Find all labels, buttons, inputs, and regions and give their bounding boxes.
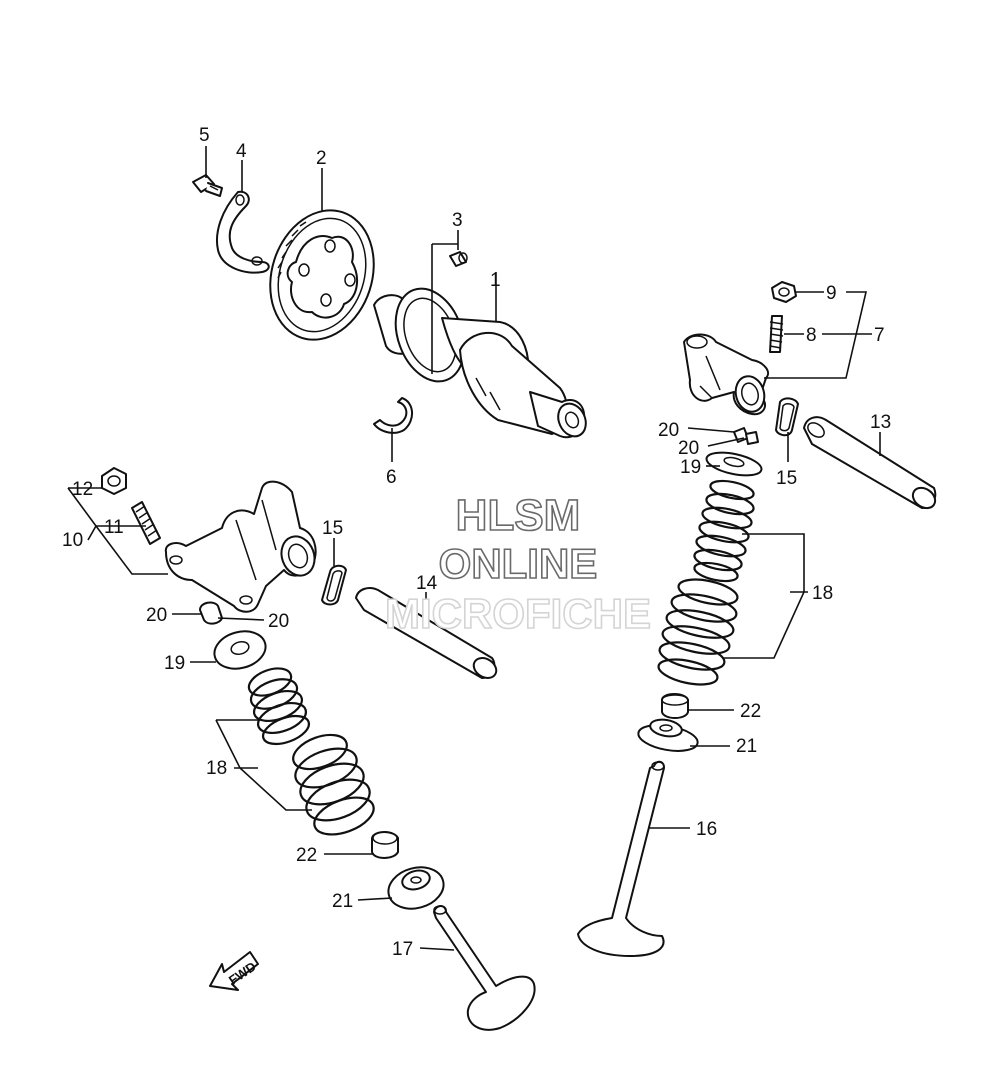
label-part-18-left: 18 [206,758,227,779]
rocker-arm-part-10 [164,480,317,613]
nut-part-9 [771,281,797,303]
label-part-9: 9 [826,283,837,304]
label-part-13: 13 [870,412,891,433]
label-part-17: 17 [392,939,413,960]
label-part-10: 10 [62,530,83,551]
label-part-20-right-a: 20 [658,420,679,441]
forward-direction-arrow-icon: FWD [209,951,259,991]
spring-seat-part-21-left [387,866,445,910]
label-part-11: 11 [104,517,124,538]
label-part-15-left: 15 [322,518,343,539]
o-ring-part-15-left [321,564,347,606]
callout-labels: 5 4 2 3 1 6 9 8 7 13 15 20 20 19 18 22 2… [62,125,891,960]
watermark-line-2: ONLINE [439,540,598,587]
adjuster-screw-part-8 [769,315,784,353]
camshaft-part-1 [373,287,587,439]
label-part-21-left: 21 [332,891,353,912]
label-part-4: 4 [236,141,247,162]
label-part-7: 7 [874,325,885,346]
valve-springs-part-18-left [247,667,375,836]
cam-sprocket-part-2 [269,209,375,341]
adjuster-screw-part-11 [131,501,161,545]
label-part-2: 2 [316,148,327,169]
bolt-part-5 [192,174,223,197]
label-part-15-right: 15 [776,468,797,489]
label-part-20-left-a: 20 [146,605,167,626]
label-part-12: 12 [72,479,93,500]
label-part-14: 14 [416,573,438,594]
label-part-21-right: 21 [736,736,757,757]
spring-seat-part-21-right [637,718,699,752]
valve-springs-part-18-right [657,479,755,686]
label-part-5: 5 [199,125,210,146]
label-part-3: 3 [452,210,463,231]
lock-plate-part-4 [216,190,270,274]
valve-part-17 [433,905,536,1031]
spring-retainer-part-19-left [213,630,267,670]
c-ring-part-6 [373,397,413,434]
label-part-19-left: 19 [164,653,185,674]
label-part-20-right-b: 20 [678,438,699,459]
leader-lines [67,146,881,951]
label-part-1: 1 [490,270,501,291]
valve-seal-part-22-right [661,693,689,719]
label-part-16: 16 [696,819,717,840]
rocker-shaft-part-13 [803,416,937,510]
label-part-8: 8 [806,325,817,346]
label-part-22-right: 22 [740,701,761,722]
rocker-shaft-part-14 [355,587,498,679]
label-part-6: 6 [386,467,397,488]
label-part-20-left-b: 20 [268,611,289,632]
label-part-18-right: 18 [812,583,833,604]
watermark: HLSM ONLINE MICROFICHE [384,490,652,638]
watermark-line-3: MICROFICHE [385,590,651,637]
valve-cotter-part-20-right [733,427,759,445]
o-ring-part-15-right [775,397,799,437]
label-part-19-right: 19 [680,457,701,478]
rocker-arm-part-7 [683,333,770,416]
valve-seal-part-22-left [371,831,399,859]
valve-part-16 [577,760,665,957]
dowel-pin-part-3 [449,251,468,267]
valve-cotter-part-20-left [199,601,223,625]
watermark-line-1: HLSM [456,491,581,540]
spring-retainer-part-19-right [705,451,763,477]
nut-part-12 [101,467,127,495]
label-part-22-left: 22 [296,845,317,866]
